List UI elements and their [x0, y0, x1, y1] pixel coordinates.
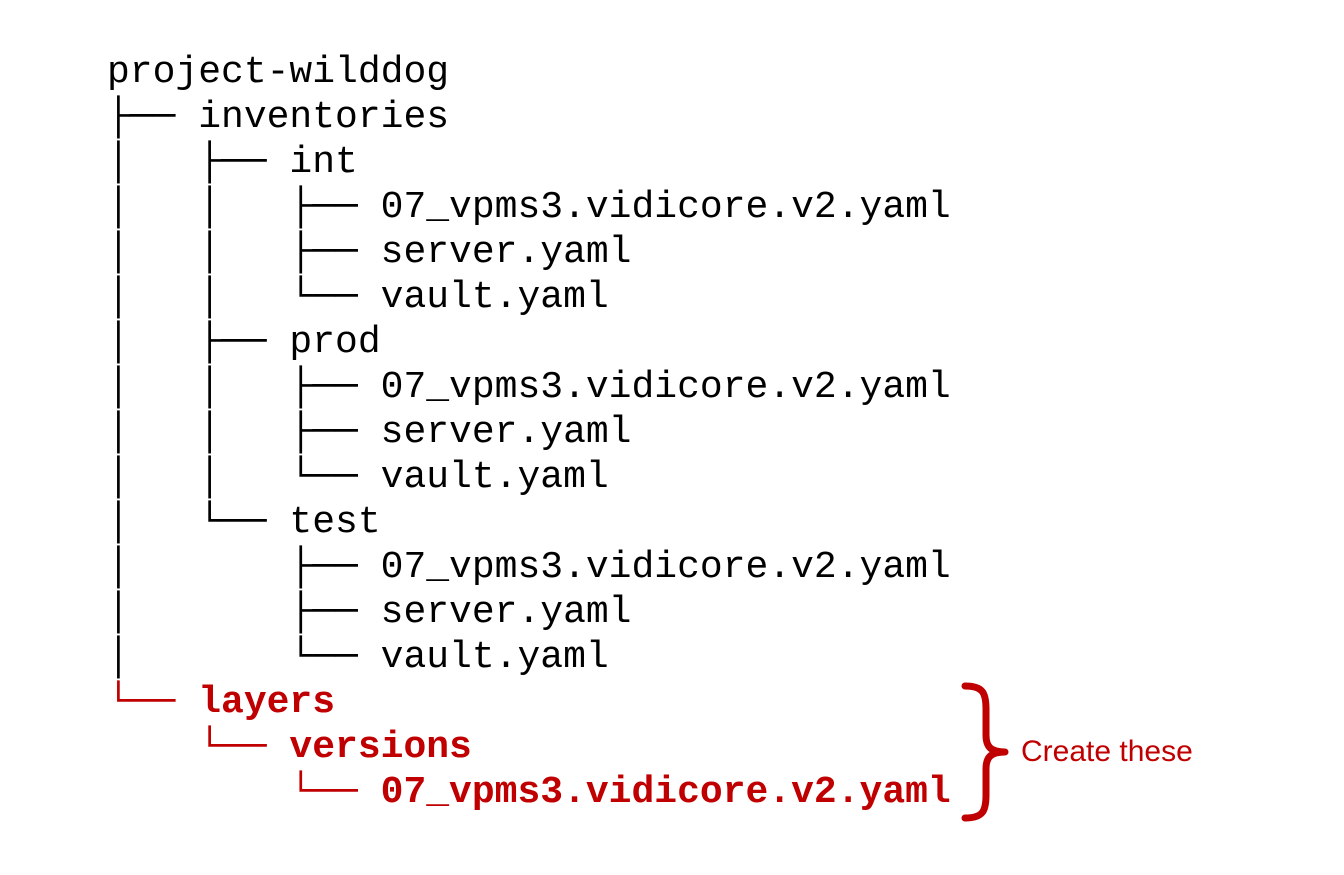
tree-line: │ │ ├── server.yaml — [107, 411, 632, 454]
tree-line: │ ├── int — [107, 141, 358, 184]
tree-line: │ ├── prod — [107, 321, 381, 364]
tree-line: ├── inventories — [107, 96, 450, 139]
create-annotation: Create these — [955, 681, 1193, 823]
annotation-label: Create these — [1021, 735, 1193, 768]
tree-line: │ └── test — [107, 501, 381, 544]
file-tree: project-wilddog├── inventories│ ├── int│… — [107, 50, 951, 815]
tree-line: │ │ └── vault.yaml — [107, 276, 609, 319]
tree-line: │ │ ├── 07_vpms3.vidicore.v2.yaml — [107, 366, 951, 409]
tree-line: │ │ └── vault.yaml — [107, 456, 609, 499]
curly-brace-icon — [961, 682, 1009, 822]
tree-line: └── layers — [107, 681, 336, 724]
tree-line: │ ├── 07_vpms3.vidicore.v2.yaml — [107, 546, 951, 589]
tree-line: project-wilddog — [107, 51, 450, 94]
tree-line: │ │ ├── 07_vpms3.vidicore.v2.yaml — [107, 186, 951, 229]
tree-line: │ └── vault.yaml — [107, 636, 609, 679]
tree-line: └── versions — [107, 726, 472, 769]
tree-line: │ ├── server.yaml — [107, 591, 632, 634]
tree-line: │ │ ├── server.yaml — [107, 231, 632, 274]
tree-line: └── 07_vpms3.vidicore.v2.yaml — [107, 771, 951, 814]
